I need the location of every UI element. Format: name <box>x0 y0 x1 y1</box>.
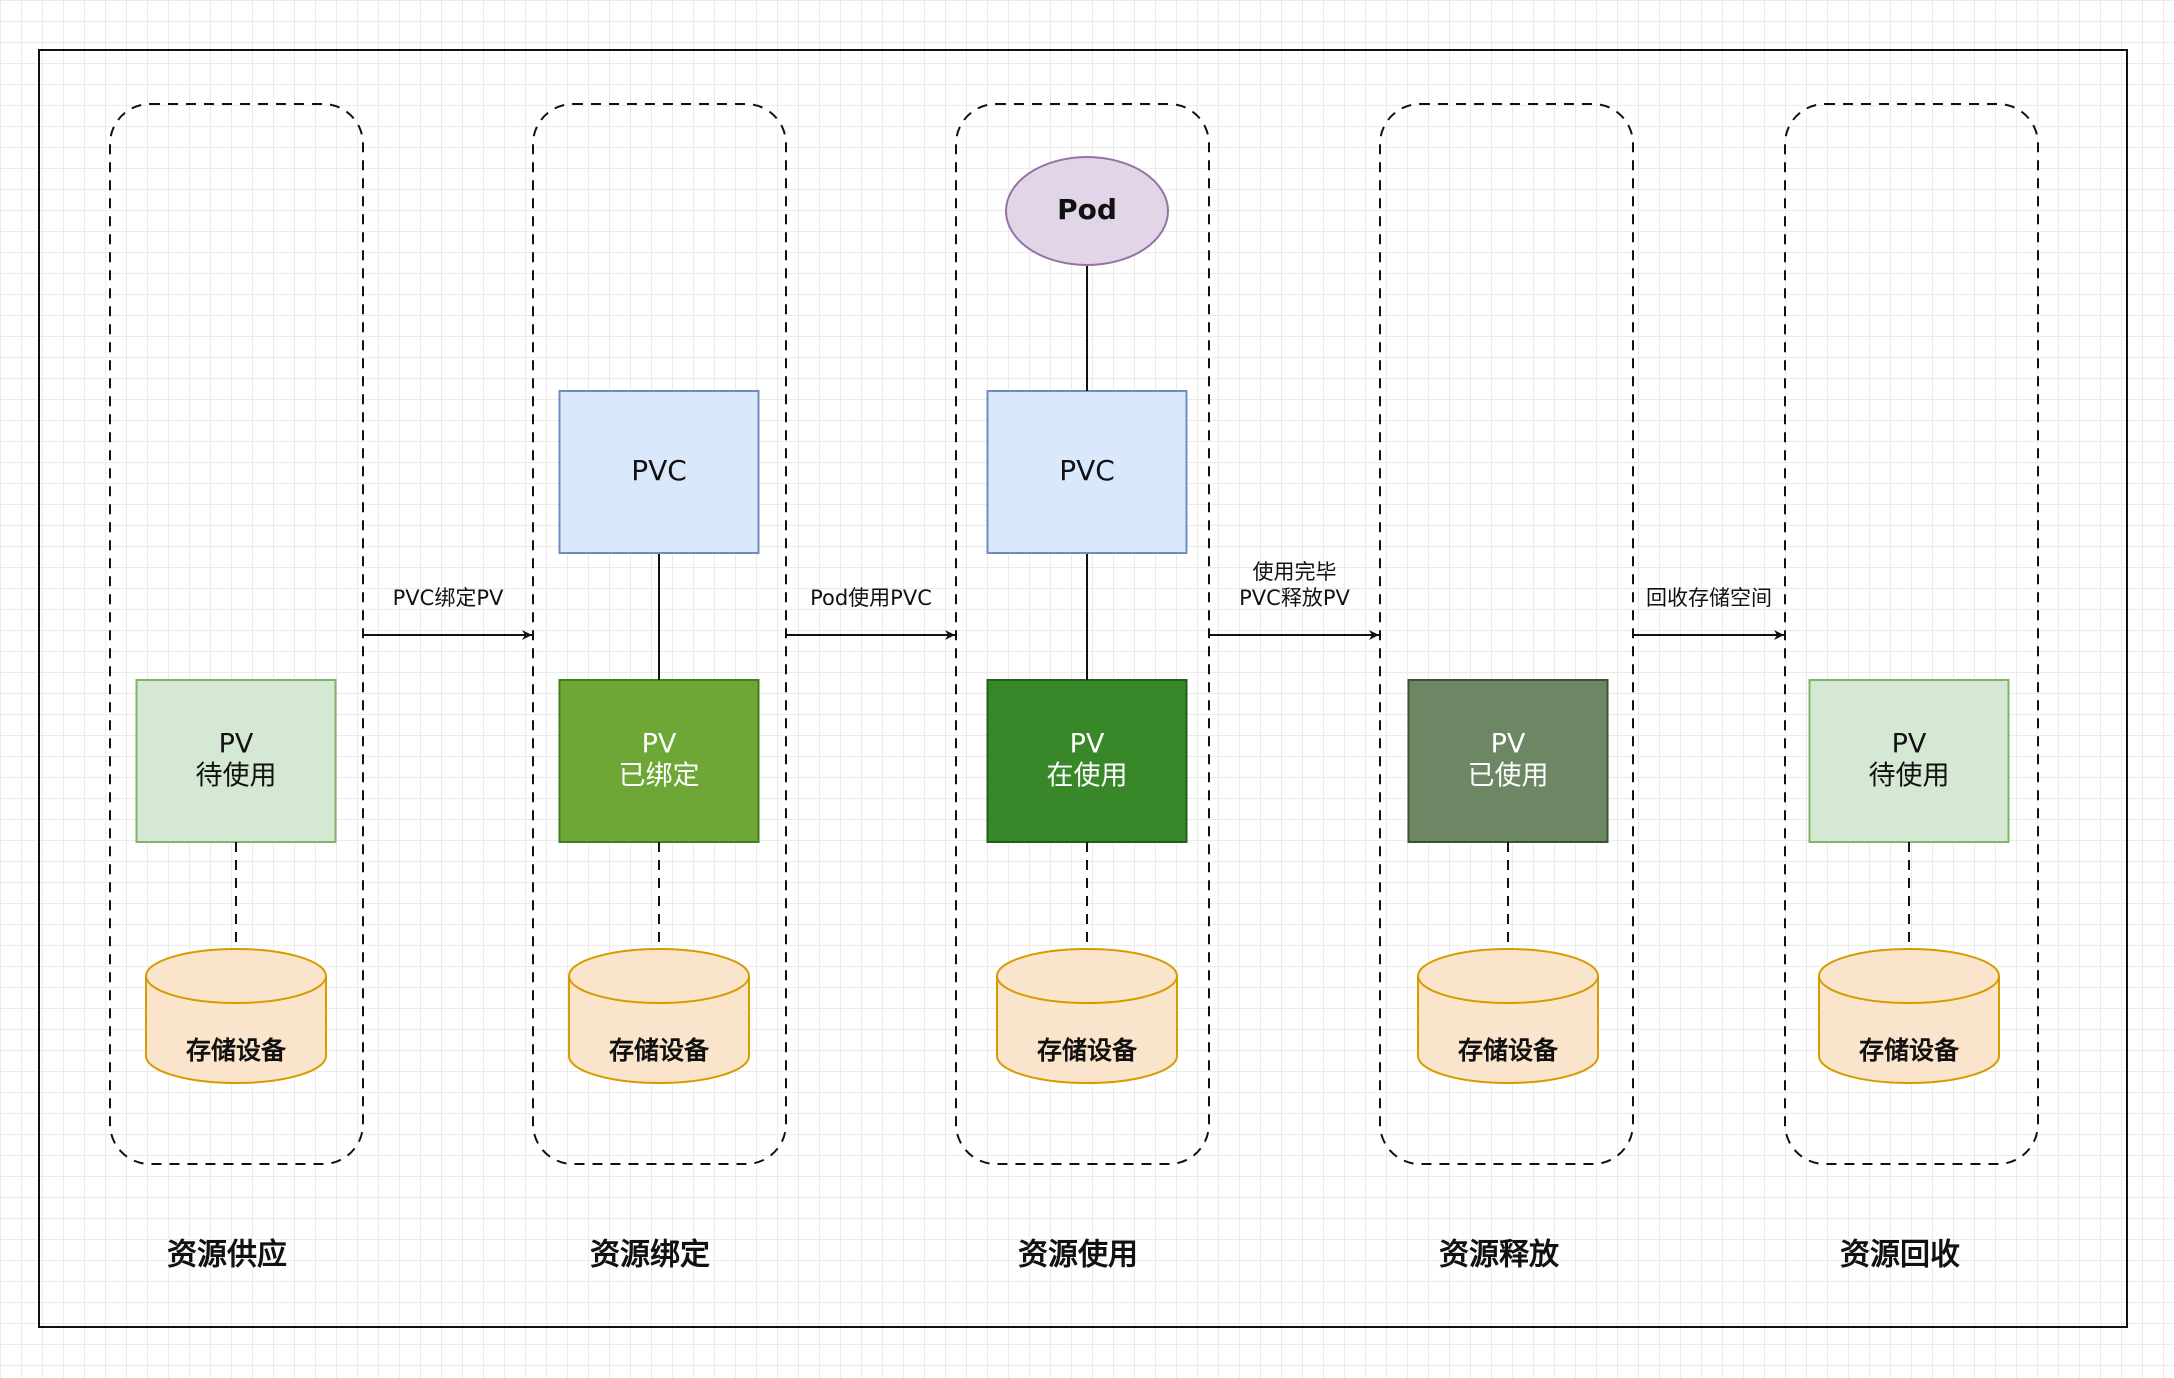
storage-cylinder: 存储设备 <box>145 948 327 1084</box>
pvc-box <box>986 390 1188 554</box>
diagram-frame <box>38 49 2128 1328</box>
storage-top <box>1417 948 1599 1004</box>
transition-1: PVC绑定PV <box>363 586 532 640</box>
storage-cylinder: 存储设备 <box>568 948 750 1084</box>
transition-2: Pod使用PVC <box>786 586 955 640</box>
transition-label: PVC绑定PV <box>393 586 504 610</box>
storage-cylinder: 存储设备 <box>996 948 1178 1084</box>
storage-body <box>996 976 1178 1084</box>
storage-top <box>1818 948 2000 1004</box>
storage-top <box>568 948 750 1004</box>
pv-status: 已使用 <box>1468 761 1549 792</box>
stage-caption: 资源使用 <box>1018 1238 1138 1273</box>
transition-label: PVC释放PV <box>1239 586 1350 610</box>
pod-label: Pod <box>1057 193 1117 226</box>
pv-status: 待使用 <box>1869 761 1950 792</box>
transition-label: 使用完毕 <box>1253 560 1337 584</box>
storage-body <box>145 976 327 1084</box>
pv-box <box>986 679 1188 843</box>
storage-body <box>1818 976 2000 1084</box>
pv-status: 已绑定 <box>619 761 700 792</box>
pv-status: 待使用 <box>196 761 277 792</box>
storage-top <box>996 948 1178 1004</box>
pvc-box <box>558 390 760 554</box>
storage-label: 存储设备 <box>609 1036 710 1065</box>
storage-top <box>145 948 327 1004</box>
storage-label: 存储设备 <box>1037 1036 1138 1065</box>
pv-box <box>1808 679 2010 843</box>
storage-label: 存储设备 <box>1859 1036 1960 1065</box>
storage-label: 存储设备 <box>1458 1036 1559 1065</box>
pv-label: PV <box>1491 729 1526 760</box>
storage-cylinder: 存储设备 <box>1417 948 1599 1084</box>
transition-label: 回收存储空间 <box>1646 586 1772 610</box>
storage-cylinder: 存储设备 <box>1818 948 2000 1084</box>
stage-container <box>1784 103 2039 1165</box>
stage-caption: 资源回收 <box>1840 1238 1960 1273</box>
pvc-label: PVC <box>631 454 687 487</box>
pvc-label: PVC <box>1059 454 1115 487</box>
stage-caption: 资源供应 <box>167 1238 287 1273</box>
transition-label: Pod使用PVC <box>810 586 932 610</box>
storage-body <box>1417 976 1599 1084</box>
pv-label: PV <box>1070 729 1105 760</box>
pv-box <box>135 679 337 843</box>
pv-status: 在使用 <box>1047 761 1128 792</box>
stage-caption: 资源绑定 <box>590 1238 710 1273</box>
transition-4: 回收存储空间 <box>1633 586 1784 640</box>
pod-node <box>1005 156 1169 266</box>
storage-label: 存储设备 <box>186 1036 287 1065</box>
pv-label: PV <box>1892 729 1927 760</box>
pv-label: PV <box>642 729 677 760</box>
stage-caption: 资源释放 <box>1439 1238 1560 1273</box>
pv-label: PV <box>219 729 254 760</box>
storage-body <box>568 976 750 1084</box>
pv-box <box>1407 679 1609 843</box>
